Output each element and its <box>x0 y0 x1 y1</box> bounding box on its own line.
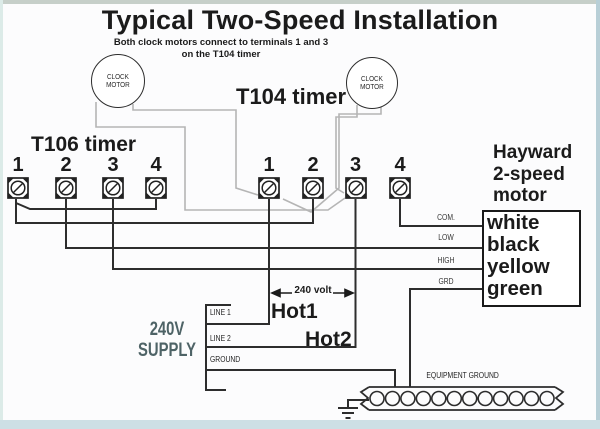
hot1-annotation: Hot1 <box>271 300 318 323</box>
motor-wire-yellow-label: yellow <box>487 255 550 278</box>
subtitle-note: Both clock motors connect to terminals 1… <box>56 37 386 60</box>
terminal-square <box>145 177 167 199</box>
equipment-ground-label: EQUIPMENT GROUND <box>426 371 499 380</box>
terminal-number: 2 <box>60 154 72 176</box>
terminal-square <box>389 177 411 199</box>
volt-arrow-left-head <box>270 288 281 298</box>
motor-terminal-box <box>482 210 581 307</box>
t106-3-to-motor-yellow-wire <box>112 199 483 270</box>
volt-arrow-right-head <box>344 288 355 298</box>
hot2-wire <box>206 199 357 348</box>
hayward-motor-title: Hayward 2-speed motor <box>493 142 572 207</box>
wire-tag-low: LOW <box>438 233 454 242</box>
hayward-title-line3: motor <box>493 185 547 206</box>
supply-line2-label: LINE 2 <box>210 334 231 343</box>
earth-ground-icon <box>338 399 369 419</box>
motor-wire-white-label: white <box>487 211 540 234</box>
terminal: 2 <box>54 154 78 199</box>
supply-line1-label: LINE 1 <box>210 308 231 317</box>
left-motor-to-t104-1-wire <box>132 104 259 196</box>
clock-motor-left-label-line2: MOTOR <box>106 80 130 89</box>
t106-1-to-t106-4-jumper <box>15 199 157 210</box>
circuit-wires <box>15 199 483 391</box>
frame-edge-top <box>0 0 600 4</box>
terminal: 1 <box>6 154 30 199</box>
clock-motor-right: CLOCK MOTOR <box>346 57 398 109</box>
supply-label-line1: 240V <box>149 319 185 340</box>
hot2-annotation: Hot2 <box>305 328 352 351</box>
terminal-square <box>55 177 77 199</box>
terminal: 3 <box>344 154 368 199</box>
clock-motor-left: CLOCK MOTOR <box>91 54 145 108</box>
terminal: 1 <box>257 154 281 199</box>
terminal: 2 <box>301 154 325 199</box>
left-motor-to-t104-3-wire <box>95 102 346 211</box>
wire-tag-high: HIGH <box>437 256 455 265</box>
bus-bar-right-break <box>554 386 565 411</box>
terminal-number: 1 <box>12 154 24 176</box>
t106-2-to-motor-black-wire <box>65 199 483 249</box>
terminal: 3 <box>101 154 125 199</box>
hayward-title-line1: Hayward <box>493 142 573 163</box>
hot1-wire <box>206 199 270 325</box>
t106-timer-label: T106 timer <box>31 133 137 156</box>
motor-wire-black-label: black <box>487 233 540 256</box>
motor-wire-green-label: green <box>487 277 543 300</box>
clock-motor-left-label-line1: CLOCK <box>107 71 129 81</box>
terminal-square <box>344 177 367 199</box>
volt-arrows <box>270 288 355 298</box>
supply-ground-label: GROUND <box>210 355 241 364</box>
wire-tag-grd: GRD <box>438 277 454 286</box>
right-motor-to-t104-3-wire <box>335 105 358 194</box>
bus-bar-holes <box>369 390 555 407</box>
clock-motor-right-label-line2: MOTOR <box>360 82 384 91</box>
terminal-number: 3 <box>349 154 362 176</box>
frame-edge-bottom <box>0 420 600 429</box>
terminal-number: 2 <box>307 154 319 176</box>
clock-motor-wires <box>95 102 382 213</box>
terminal: 4 <box>388 154 412 199</box>
ground-bus-bar <box>359 386 565 411</box>
terminal-square <box>302 177 324 199</box>
subtitle-line2: on the T104 timer <box>181 48 261 60</box>
right-motor-to-t104-1-wire <box>282 106 382 213</box>
terminal-number: 4 <box>150 154 162 176</box>
terminal-square <box>102 177 124 199</box>
wire-tag-com: COM. <box>437 213 455 222</box>
frame-edge-right <box>596 0 600 429</box>
frame-edge-left <box>0 0 3 429</box>
bus-bar-left-break <box>359 386 370 411</box>
supply-label: 240V SUPPLY <box>137 319 198 361</box>
terminal-number: 1 <box>263 154 275 176</box>
supply-bracket <box>205 304 231 391</box>
terminal-number: 4 <box>394 154 406 176</box>
terminal-square <box>258 177 280 199</box>
terminal-number: 3 <box>107 154 119 176</box>
clock-motor-right-label-line1: CLOCK <box>361 73 383 83</box>
subtitle-line1: Both clock motors connect to terminals 1… <box>113 37 329 48</box>
hayward-title-line2: 2-speed <box>493 163 565 185</box>
supply-ground-wire <box>206 369 396 387</box>
t106-1-to-t104-2-wire <box>15 199 314 224</box>
page-title: Typical Two-Speed Installation <box>101 5 499 35</box>
supply-label-line2: SUPPLY <box>138 340 196 361</box>
terminal: 4 <box>144 154 168 199</box>
volt-annotation: 240 volt <box>294 285 332 296</box>
terminal-square <box>7 177 29 199</box>
motor-green-to-ground-wire <box>409 288 483 387</box>
t104-4-to-motor-white-wire <box>399 199 483 227</box>
t104-timer-label: T104 timer <box>236 84 347 109</box>
